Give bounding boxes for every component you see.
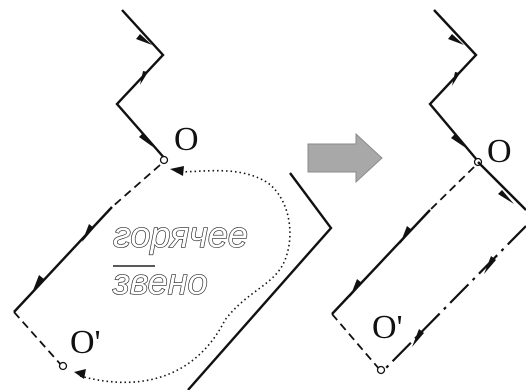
transform-arrow-icon	[307, 132, 383, 184]
left-dashed-segment-top	[111, 164, 161, 208]
left-dashed-segment-bottom	[13, 311, 63, 367]
left-dotted-arrowhead-bottom	[74, 369, 86, 379]
left-lower-arrowhead-1	[82, 224, 94, 242]
left-dotted-trajectory	[79, 169, 291, 384]
right-lower-arrowhead-1	[400, 226, 412, 244]
right-lower-solid-path	[331, 209, 431, 315]
left-node-o-label: O	[174, 121, 199, 158]
right-dashed-segment-top	[429, 166, 475, 211]
left-zigzag-path	[115, 9, 167, 161]
left-node-o-prime-marker	[58, 361, 68, 371]
left-zigzag-arrowhead-2	[140, 71, 148, 85]
right-moved-link-path	[383, 225, 526, 371]
left-lower-arrowhead-2	[32, 275, 44, 293]
right-node-o-label: O	[487, 133, 512, 170]
right-zigzag-arrowhead-1	[448, 34, 464, 45]
right-node-o-prime-marker	[376, 365, 386, 375]
left-dotted-arrowhead-top	[170, 166, 184, 176]
right-moved-link-arrowhead-2	[412, 329, 424, 347]
left-hot-link-boundary	[187, 172, 333, 390]
left-zigzag-arrowhead-1	[136, 34, 152, 45]
right-panel: O O'	[331, 9, 526, 375]
left-lower-solid-path	[13, 206, 113, 313]
right-lower-arrowhead-2	[350, 279, 362, 297]
right-zigzag-arrowhead-2	[452, 72, 460, 86]
left-node-o-marker	[159, 155, 169, 165]
left-zigzag-arrowhead-3	[139, 133, 153, 147]
right-moved-link-arrowhead-1	[484, 256, 496, 274]
hot-link-label-line2: звено	[112, 261, 208, 302]
hot-link-label-line1: горячее	[113, 214, 248, 255]
right-continuation-arrowhead	[498, 190, 514, 204]
right-continuation-path	[477, 161, 526, 211]
right-zigzag-arrowhead-3	[451, 134, 466, 148]
right-zigzag-path	[428, 9, 478, 161]
right-node-o-prime-label: O'	[372, 309, 403, 346]
left-node-o-prime-label: O'	[70, 324, 101, 361]
left-panel: O O' горячее звено	[13, 9, 333, 390]
